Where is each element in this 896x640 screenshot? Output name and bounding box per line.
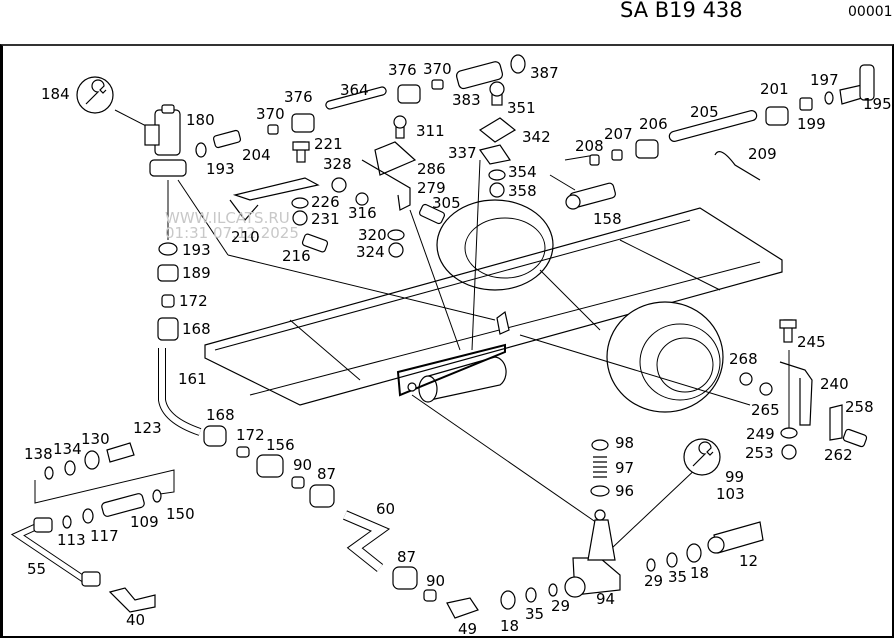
wrench-icon	[76, 76, 114, 114]
part-label[interactable]: 90	[293, 456, 313, 474]
part-label[interactable]: 210	[231, 228, 260, 246]
air-tank	[396, 310, 510, 403]
part-label[interactable]: 168	[182, 320, 211, 338]
part-label[interactable]: 29	[644, 572, 664, 590]
part-label[interactable]: 123	[133, 419, 162, 437]
part-label[interactable]: 268	[729, 350, 758, 368]
part-label[interactable]: 55	[27, 560, 47, 578]
part-label[interactable]: 201	[760, 80, 789, 98]
part-label[interactable]: 87	[317, 465, 337, 483]
part-label[interactable]: 387	[530, 64, 559, 82]
part-label[interactable]: 258	[845, 398, 874, 416]
part-label[interactable]: 172	[179, 292, 208, 310]
part-label[interactable]: 320	[358, 226, 387, 244]
part-label[interactable]: 207	[604, 125, 633, 143]
part-label[interactable]: 130	[81, 430, 110, 448]
part-label[interactable]: 370	[256, 105, 285, 123]
part-label[interactable]: 138	[24, 445, 53, 463]
chassis-frame	[204, 207, 783, 406]
part-label[interactable]: 96	[615, 482, 635, 500]
part-label[interactable]: 98	[615, 434, 635, 452]
part-label[interactable]: 109	[130, 513, 159, 531]
part-label[interactable]: 262	[824, 446, 853, 464]
part-label[interactable]: 245	[797, 333, 826, 351]
part-label[interactable]: 376	[284, 88, 313, 106]
part-label[interactable]: 231	[311, 210, 340, 228]
drawing-code: SA B19 438	[620, 0, 743, 22]
part-label[interactable]: 208	[575, 137, 604, 155]
part-label[interactable]: 18	[690, 564, 710, 582]
part-label[interactable]: 351	[507, 99, 536, 117]
part-label[interactable]: 180	[186, 111, 215, 129]
part-label[interactable]: 316	[348, 204, 377, 222]
watermark-site: WWW.ILCATS.RU	[165, 209, 290, 227]
part-label[interactable]: 383	[452, 91, 481, 109]
part-label[interactable]: 29	[551, 597, 571, 615]
part-label[interactable]: 134	[53, 440, 82, 458]
part-label[interactable]: 168	[206, 406, 235, 424]
part-label[interactable]: 158	[593, 210, 622, 228]
part-label[interactable]: 97	[615, 459, 635, 477]
part-label[interactable]: 193	[206, 160, 235, 178]
part-label[interactable]: 103	[716, 485, 745, 503]
part-label[interactable]: 193	[182, 241, 211, 259]
part-label[interactable]: 117	[90, 527, 119, 545]
part-label[interactable]: 216	[282, 247, 311, 265]
part-label[interactable]: 328	[323, 155, 352, 173]
part-label[interactable]: 161	[178, 370, 207, 388]
part-label[interactable]: 35	[525, 605, 545, 623]
part-label[interactable]: 40	[126, 611, 146, 629]
part-label[interactable]: 358	[508, 182, 537, 200]
part-label[interactable]: 249	[746, 425, 775, 443]
part-label[interactable]: 204	[242, 146, 271, 164]
part-label[interactable]: 197	[810, 71, 839, 89]
part-label[interactable]: 370	[423, 60, 452, 78]
part-label[interactable]: 195	[863, 95, 892, 113]
watermark-timestamp: 01:31 07.12.2025	[165, 224, 299, 242]
part-label[interactable]: 60	[376, 500, 396, 518]
part-label[interactable]: 364	[340, 81, 369, 99]
front-wheel	[606, 301, 724, 413]
part-label[interactable]: 205	[690, 103, 719, 121]
part-label[interactable]: 199	[797, 115, 826, 133]
part-label[interactable]: 286	[417, 160, 446, 178]
part-label[interactable]: 376	[388, 61, 417, 79]
diagram-frame	[0, 44, 894, 638]
part-label[interactable]: 18	[500, 617, 520, 635]
part-label[interactable]: 94	[596, 590, 616, 608]
part-label[interactable]: 305	[432, 194, 461, 212]
part-label[interactable]: 172	[236, 426, 265, 444]
part-label[interactable]: 12	[739, 552, 759, 570]
part-label[interactable]: 221	[314, 135, 343, 153]
part-label[interactable]: 156	[266, 436, 295, 454]
part-label[interactable]: 324	[356, 243, 385, 261]
part-label[interactable]: 226	[311, 193, 340, 211]
part-label[interactable]: 35	[668, 568, 688, 586]
wrench-icon	[683, 438, 721, 476]
part-label[interactable]: 337	[448, 144, 477, 162]
leader-lines	[34, 109, 751, 549]
part-label[interactable]: 99	[725, 468, 745, 486]
solenoid-valve	[144, 104, 187, 177]
part-label[interactable]: 184	[41, 85, 70, 103]
part-label[interactable]: 342	[522, 128, 551, 146]
part-label[interactable]: 206	[639, 115, 668, 133]
part-label[interactable]: 49	[458, 620, 478, 638]
part-label[interactable]: 209	[748, 145, 777, 163]
part-label[interactable]: 354	[508, 163, 537, 181]
sheet-number: 00001	[848, 4, 893, 20]
part-label[interactable]: 311	[416, 122, 445, 140]
part-label[interactable]: 253	[745, 444, 774, 462]
fittings	[10, 54, 875, 619]
part-label[interactable]: 240	[820, 375, 849, 393]
part-label[interactable]: 279	[417, 179, 446, 197]
part-label[interactable]: 150	[166, 505, 195, 523]
part-label[interactable]: 87	[397, 548, 417, 566]
part-label[interactable]: 113	[57, 531, 86, 549]
part-label[interactable]: 189	[182, 264, 211, 282]
rear-wheel	[436, 199, 554, 291]
part-label[interactable]: 265	[751, 401, 780, 419]
part-label[interactable]: 90	[426, 572, 446, 590]
